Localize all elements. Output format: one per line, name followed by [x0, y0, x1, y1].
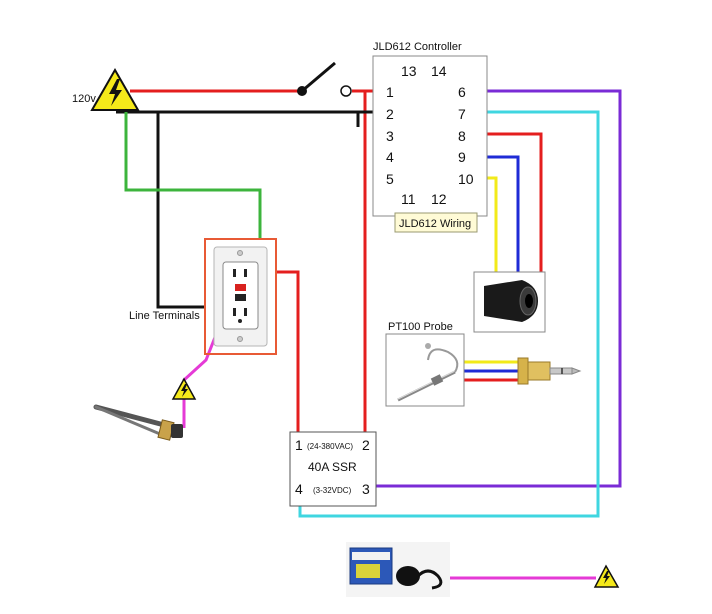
ssr-terminal-1: 1	[295, 437, 303, 453]
controller-title: JLD612 Controller	[373, 41, 462, 53]
pump-cord	[416, 569, 443, 590]
plug-sleeve	[549, 367, 573, 375]
terminal-4: 4	[386, 149, 394, 165]
terminal-8: 8	[458, 128, 466, 144]
probe-cable-end	[425, 343, 431, 349]
element-rod-top	[93, 404, 171, 429]
element-high-voltage-icon	[171, 377, 197, 400]
outlet-test-button	[235, 284, 246, 291]
outlet-bottom-screw	[237, 336, 243, 342]
ssr-model: 40A SSR	[308, 460, 357, 474]
pump-unit	[396, 566, 420, 586]
terminal-6: 6	[458, 84, 466, 100]
outlet-bottom-slot-left	[233, 308, 236, 316]
terminal-10: 10	[458, 171, 474, 187]
terminal-14: 14	[431, 63, 447, 79]
high-voltage-icon	[90, 67, 140, 111]
heating-element	[93, 404, 183, 441]
terminal-12: 12	[431, 191, 447, 207]
outlet-top-slot-left	[233, 269, 236, 277]
pump-high-voltage-icon	[593, 564, 620, 588]
terminal-11: 11	[401, 191, 416, 207]
controller-box	[372, 55, 488, 217]
terminal-13: 13	[401, 63, 417, 79]
probe-label: PT100 Probe	[388, 321, 453, 333]
element-rod-bottom	[94, 405, 162, 436]
plug-body	[527, 361, 551, 381]
ssr-terminal-3: 3	[362, 481, 370, 497]
switch-contact	[340, 85, 352, 97]
wiring-tag: JLD612 Wiring	[399, 218, 471, 230]
cable-jack	[473, 271, 546, 333]
plug-tip	[571, 367, 582, 375]
wire-terminal-8-to-jack	[478, 132, 543, 272]
power-switch	[297, 61, 352, 97]
terminal-1: 1	[386, 84, 394, 100]
jld612-controller: JLD612 Controller 13 14 1 2 3 4 5 6 7 8 …	[372, 41, 488, 233]
gfci-outlet	[204, 238, 277, 355]
outlet-top-slot-right	[244, 269, 247, 277]
pump-box-label	[352, 552, 390, 560]
wiring-tag-box	[394, 212, 478, 233]
probe-rod	[397, 370, 456, 402]
plug-collar	[517, 357, 529, 385]
ssr-terminal-2: 2	[362, 437, 370, 453]
terminal-2: 2	[386, 106, 394, 122]
wire-outlet-to-ssr-1	[276, 270, 300, 432]
terminal-9: 9	[458, 149, 466, 165]
ssr-box	[289, 431, 377, 507]
outlet-border	[204, 238, 277, 355]
jack-hole	[525, 294, 533, 308]
line-terminals-label: Line Terminals	[129, 310, 200, 322]
terminal-5: 5	[386, 171, 394, 187]
probe-frame	[385, 333, 465, 407]
wire-ground-to-outlet	[124, 112, 262, 240]
probe-plug	[517, 357, 582, 385]
outlet-ground-hole	[238, 319, 242, 323]
probe-fitting	[430, 374, 444, 386]
ssr-ac-range: (24-380VAC)	[307, 442, 353, 451]
element-head	[171, 424, 183, 438]
ssr-terminal-4: 4	[295, 481, 303, 497]
power-label: 120v	[72, 93, 96, 105]
pump-image	[346, 542, 450, 597]
outlet-bottom-slot-right	[244, 308, 247, 316]
outlet-reset-button	[235, 294, 246, 301]
probe-rod-highlight	[397, 370, 456, 400]
wire-terminal-9-to-jack	[478, 155, 520, 272]
terminal-3: 3	[386, 128, 394, 144]
terminal-7: 7	[458, 106, 466, 122]
wire-terminal-6-to-ssr-3	[376, 89, 622, 488]
wire-neutral-to-outlet	[156, 112, 206, 309]
pump-box-accent	[356, 564, 380, 578]
ssr-dc-range: (3-32VDC)	[313, 486, 352, 495]
probe-cable	[427, 348, 459, 373]
switch-lever	[301, 61, 336, 93]
outlet-top-screw	[237, 250, 243, 256]
solid-state-relay: 1 (24-380VAC) 2 40A SSR 4 (3-32VDC) 3	[289, 431, 377, 507]
pt100-probe: PT100 Probe	[385, 321, 465, 407]
wire-terminal-7-to-ssr-4	[298, 110, 600, 518]
